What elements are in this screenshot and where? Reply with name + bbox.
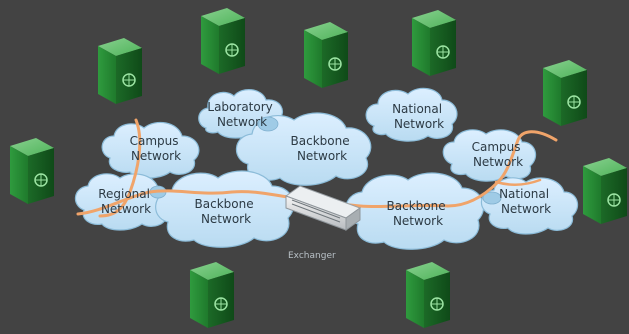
label-backbone-network-right: Backbone Network	[387, 199, 450, 228]
label-campus-network-right: Campus Network	[472, 140, 525, 169]
route-branch	[98, 118, 142, 218]
label-campus-network-left: Campus Network	[130, 134, 183, 163]
cloud-national-network-right	[480, 177, 579, 235]
server-icon	[190, 262, 234, 328]
cloud-icon	[365, 87, 458, 142]
label-national-network-top: National Network	[392, 102, 446, 131]
label-backbone-network-left: Backbone Network	[195, 197, 258, 226]
server-icon	[201, 8, 245, 74]
server-icon	[412, 10, 456, 76]
route-path	[76, 130, 558, 216]
cloud-national-network-top	[365, 87, 458, 142]
server-icon	[304, 22, 348, 88]
label-national-network-right: National Network	[499, 187, 553, 216]
server-icon	[406, 262, 450, 328]
label-exchanger: Exchanger	[288, 251, 336, 261]
cloud-icon	[442, 129, 537, 182]
server-icon	[98, 38, 142, 104]
label-laboratory-network: Laboratory Network	[207, 100, 276, 129]
label-regional-network: Regional Network	[98, 187, 154, 216]
switch-icon	[284, 185, 362, 231]
cloud-campus-network-right	[442, 129, 537, 182]
route-branch	[494, 178, 542, 186]
server-icon	[583, 158, 627, 224]
server-icon	[543, 60, 587, 126]
cloud-icon	[480, 177, 579, 235]
server-icon	[10, 138, 54, 204]
label-backbone-network-top: Backbone Network	[291, 134, 354, 163]
